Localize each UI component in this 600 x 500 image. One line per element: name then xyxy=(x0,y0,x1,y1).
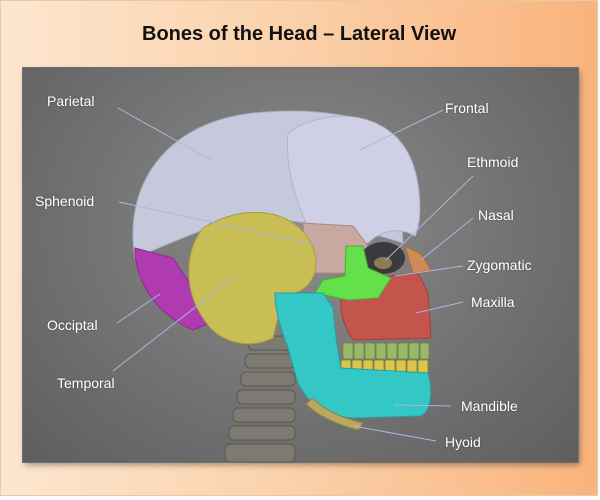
pointer-ethmoid xyxy=(385,175,474,261)
label-temporal: Temporal xyxy=(57,375,115,391)
mandible-bone xyxy=(274,292,432,419)
skull-illustration-panel: Parietal Frontal Ethmoid Sphenoid Nasal … xyxy=(23,68,578,462)
hyoid-bone xyxy=(305,397,364,431)
pointer-frontal xyxy=(359,109,444,151)
label-nasal: Nasal xyxy=(478,207,514,223)
label-occipital: Occiptal xyxy=(47,317,98,333)
pointer-maxilla xyxy=(415,301,464,314)
label-mandible: Mandible xyxy=(461,398,518,414)
pointer-temporal xyxy=(112,277,234,372)
label-parietal: Parietal xyxy=(47,93,95,109)
pointer-lines xyxy=(112,107,474,442)
nasal-bone xyxy=(404,245,432,274)
pointer-hyoid xyxy=(352,425,437,442)
cervical-spine xyxy=(224,335,296,462)
label-hyoid: Hyoid xyxy=(445,434,481,450)
pointer-parietal xyxy=(117,107,212,161)
label-maxilla: Maxilla xyxy=(471,294,515,310)
label-ethmoid: Ethmoid xyxy=(467,154,519,170)
page-title: Bones of the Head – Lateral View xyxy=(142,23,457,45)
ethmoid-bone xyxy=(374,257,392,269)
frontal-bone xyxy=(286,115,421,244)
pointer-mandible xyxy=(393,404,452,407)
label-zygomatic: Zygomatic xyxy=(467,257,532,273)
skull-illustration xyxy=(112,107,474,462)
pointer-sphenoid xyxy=(118,201,314,245)
pointer-nasal xyxy=(420,217,474,261)
label-sphenoid: Sphenoid xyxy=(35,193,95,209)
pointer-occipital xyxy=(116,293,161,324)
zygomatic-bone xyxy=(314,245,392,301)
pointer-zygomatic xyxy=(394,265,464,277)
label-frontal: Frontal xyxy=(445,100,489,116)
